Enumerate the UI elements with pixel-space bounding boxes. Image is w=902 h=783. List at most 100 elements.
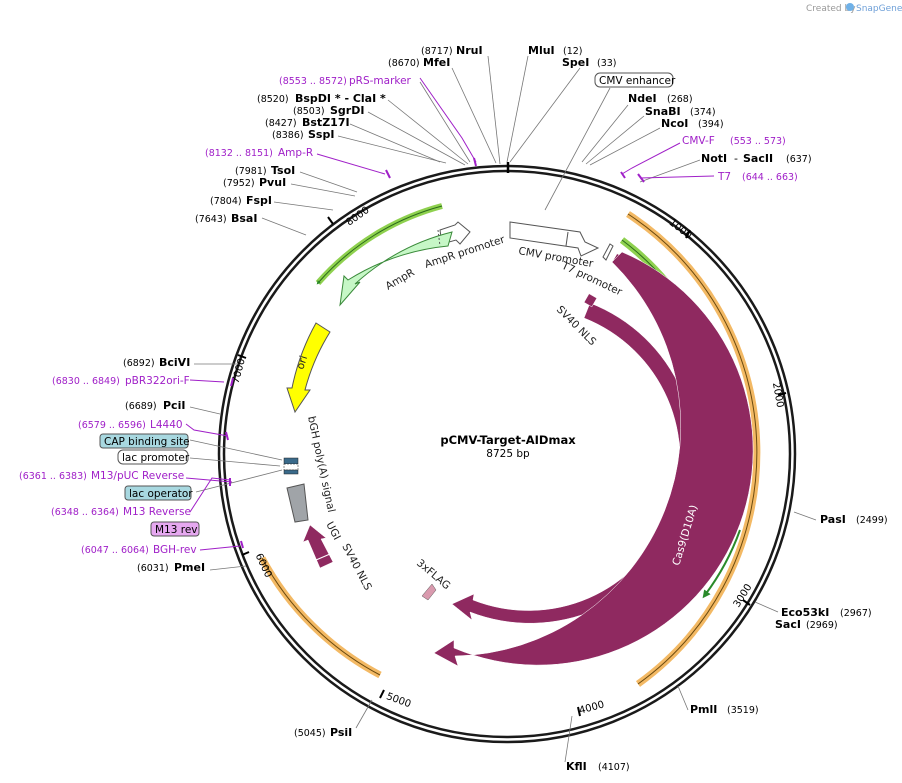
enzyme-pos-pvui: (7952) [223,178,255,189]
plasmid-name: pCMV-Target-AIDmax [440,433,576,447]
snapgene-logo-icon [846,3,854,11]
enzyme-pasi[interactable]: PasI [820,513,846,526]
enzyme-bcivi[interactable]: BciVI [159,356,190,369]
sv40-nls-top-box [583,293,598,308]
enzyme-psii[interactable]: PsiI [330,726,352,739]
primer-prs-marker[interactable]: pRS-marker [349,75,412,87]
primer-l4440[interactable]: L4440 [150,419,183,431]
enzyme-pos-ndei: (268) [667,94,693,105]
label-m13-rev[interactable]: M13 rev [155,524,198,536]
enzyme-pos-pasi: (2499) [856,515,888,526]
primer-bgh-rev[interactable]: BGH-rev [153,544,197,556]
enzyme-fspi[interactable]: FspI [246,194,272,207]
plasmid-length: 8725 bp [486,448,530,460]
ampr-arrow [339,231,453,307]
primer-pos-prs-marker: (8553 .. 8572) [279,76,347,87]
lac-operator-box [124,485,192,501]
enzyme-pos-psii: (5045) [294,728,326,739]
enzyme-sspi[interactable]: SspI [308,128,334,141]
feature-ori: ori [294,354,310,371]
tick-label-5000: 5000 [385,691,413,710]
primer-pos-amp-r: (8132 .. 8151) [205,148,273,159]
enzyme-bsai[interactable]: BsaI [231,212,257,225]
tick-label-1000: 1000 [667,217,694,241]
enzyme-sacii[interactable]: SacII [743,152,773,165]
enzyme-bstz17i[interactable]: BstZ17I [302,116,350,129]
tick-mark-4000 [577,706,581,717]
primer-pos-bgh-rev: (6047 .. 6064) [81,545,149,556]
enzyme-pos-pmli: (3519) [727,705,759,716]
t7-promoter-arrow [602,243,614,261]
cmv-enhancer-box [594,72,674,88]
3xflag-box [421,583,437,601]
cmv-promoter-arrow [509,221,600,257]
primer-pos-m13-reverse: (6348 .. 6364) [51,507,119,518]
cmv-divider [565,231,569,247]
label-lac-operator[interactable]: lac operator [129,488,193,500]
primer-cmv-f[interactable]: CMV-F [682,135,715,147]
tick-mark-3000 [742,599,751,606]
enzyme-pmli[interactable]: PmlI [690,703,717,716]
enzyme-spei[interactable]: SpeI [562,56,589,69]
primer-t7[interactable]: T7 [717,171,731,183]
enzyme-pos-nrui: (8717) [421,46,453,57]
primer-amp-r[interactable]: Amp-R [278,147,313,159]
enzyme-saci[interactable]: SacI [775,618,801,631]
tick-mark-6000 [241,551,250,556]
lac-box-3 [283,469,299,475]
m13-rev-box [150,521,200,537]
orange-highlight-right-line [627,213,758,685]
enzyme-ndei[interactable]: NdeI [628,92,657,105]
enzyme-pos-tsoi: (7981) [235,166,267,177]
enzyme-noti[interactable]: NotI [701,152,727,165]
enzyme-tsoi[interactable]: TsoI [271,164,295,177]
ugi-arrow [302,524,334,569]
credit-brand: SnapGene [856,4,902,14]
green-highlight-left-line [316,205,443,285]
enzyme-pos-saci: (2969) [806,620,838,631]
enzyme-mlui[interactable]: MluI [528,44,555,57]
enzyme-pos-bspdi: (8520) [257,94,289,105]
enzyme-pos-bstz17i: (8427) [265,118,297,129]
enzyme-pvui[interactable]: PvuI [259,176,286,189]
lac-box-1 [283,457,299,465]
feature-sv40-nls-left: SV40 NLS [339,542,374,593]
orange-highlight-left-line [261,557,381,676]
lac-box-2 [283,463,299,471]
enzyme-nrui[interactable]: NruI [456,44,483,57]
enzyme-ncoi[interactable]: NcoI [661,117,688,130]
primer-m13-puc-reverse[interactable]: M13/pUC Reverse [91,470,184,482]
enzyme-pos-kfli: (4107) [598,762,630,773]
enzyme-mfei[interactable]: MfeI [423,56,450,69]
tick-mark-8000 [327,216,334,225]
tick-mark-7000 [237,354,247,359]
primer-pos-l4440: (6579 .. 6596) [78,420,146,431]
enzyme-noti-sep: - [734,152,738,165]
enzyme-kfli[interactable]: KflI [566,760,587,773]
primer-pos-cmv-f: (553 .. 573) [730,136,786,147]
primer-m13-reverse[interactable]: M13 Reverse [123,506,191,518]
label-cmv-enhancer[interactable]: CMV enhancer [599,75,676,87]
enzyme-pos-snabi: (374) [690,107,716,118]
enzyme-pos-pmei: (6031) [137,563,169,574]
primer-pbr322ori-f[interactable]: pBR322ori-F [125,375,190,387]
enzyme-pos-mlui: (12) [563,46,583,57]
enzyme-sgrdi[interactable]: SgrDI [330,104,364,117]
label-lac-promoter[interactable]: lac promoter [122,452,190,464]
feature-ampr: AmpR [384,267,417,293]
primer-pos-pbr322ori-f: (6830 .. 6849) [52,376,120,387]
label-cap-binding-site[interactable]: CAP binding site [104,436,190,448]
primer-pos-t7: (644 .. 663) [742,172,798,183]
enzyme-snabi[interactable]: SnaBI [645,105,681,118]
enzyme-bspdi-clai[interactable]: BspDI * - ClaI * [295,92,386,105]
tick-label-4000: 4000 [578,699,605,716]
enzyme-pmei[interactable]: PmeI [174,561,205,574]
enzyme-pos-spei: (33) [597,58,617,69]
enzyme-pcii[interactable]: PciI [163,399,185,412]
enzyme-pos-eco53ki: (2967) [840,608,872,619]
tick-label-2000: 2000 [770,382,785,409]
enzyme-eco53ki[interactable]: Eco53kI [781,606,829,619]
cas9-d10a-arrow [433,251,754,667]
feature-ugi: UGI [323,520,342,542]
